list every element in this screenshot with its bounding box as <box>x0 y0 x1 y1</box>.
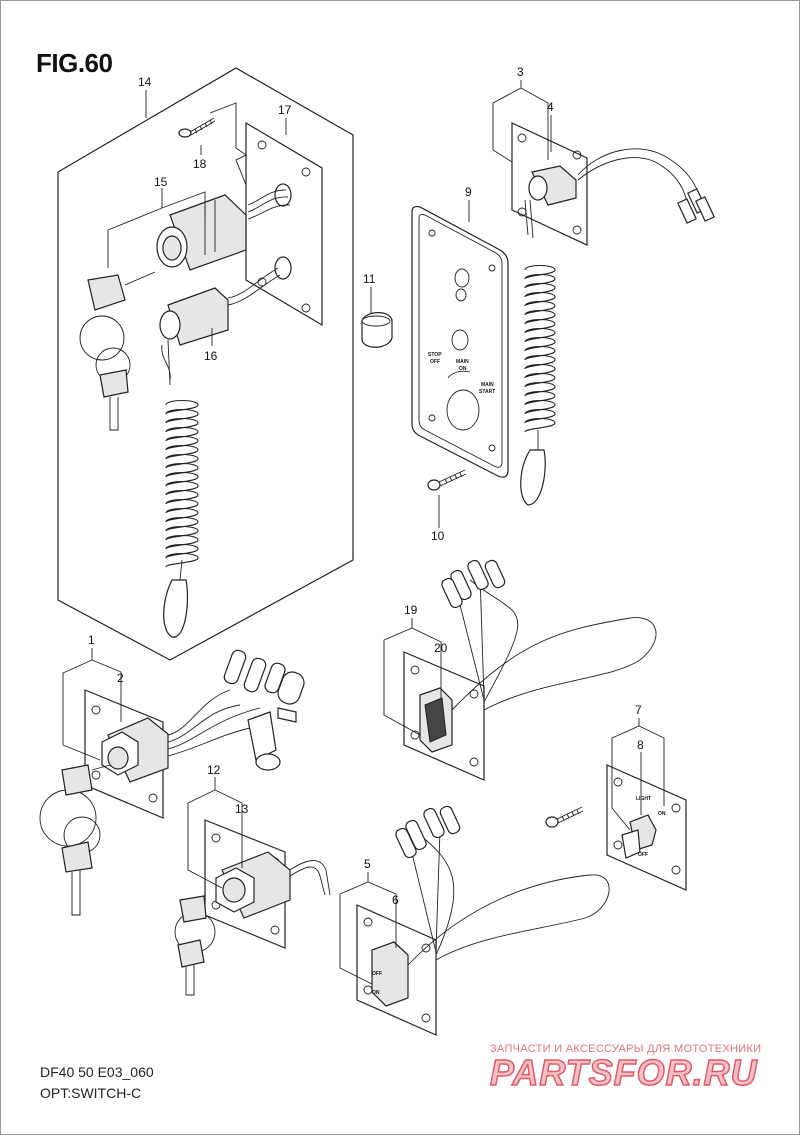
model-code: DF40 50 E03_060 <box>40 1064 154 1080</box>
ignition-switch-plate-12 <box>174 819 331 996</box>
light-off-label: OFF <box>638 852 648 858</box>
watermark-logo: PARTSFOR.RU <box>489 1051 758 1094</box>
rocker-on-label: ON <box>372 990 380 996</box>
ignition-key-1 <box>39 764 111 916</box>
callout-13: 13 <box>235 802 249 816</box>
callout-labels: 14 17 18 15 16 3 4 9 11 10 1 2 12 13 19 … <box>88 65 644 907</box>
stop-switch-plate-3 <box>511 122 715 246</box>
callout-11: 11 <box>363 272 376 286</box>
callout-4: 4 <box>547 100 554 114</box>
screw-10 <box>427 469 467 491</box>
rocker-switch-plate-5: OFF ON <box>356 805 610 1036</box>
rocker-switch-plate-19 <box>403 559 657 781</box>
callout-16: 16 <box>204 349 218 363</box>
callout-9: 9 <box>465 185 472 199</box>
panel-main2-label: MAIN <box>481 382 494 388</box>
callout-15: 15 <box>154 175 168 189</box>
panel-start-label: START <box>479 389 495 395</box>
panel-off-label: OFF <box>430 359 440 365</box>
screw-7 <box>545 806 584 828</box>
watermark-caption: ЗАПЧАСТИ И АКСЕССУАРЫ ДЛЯ МОТОТЕХНИКИ <box>490 1043 762 1055</box>
callout-6: 6 <box>392 893 399 907</box>
ignition-switch-plate-1 <box>84 649 305 819</box>
lanyard-coil-3 <box>520 264 556 506</box>
callout-20: 20 <box>434 641 448 655</box>
callout-8: 8 <box>637 738 644 752</box>
stop-switch-16 <box>159 267 281 386</box>
panel-on-label: ON <box>459 366 467 372</box>
callout-leaders <box>62 80 665 985</box>
panel-stop-label: STOP <box>428 352 442 358</box>
callout-7: 7 <box>635 703 642 717</box>
light-switch-plate-7: LIGHT ON OFF <box>606 764 687 891</box>
callout-19: 19 <box>404 603 418 617</box>
rocker-off-label: OFF <box>372 971 382 977</box>
ignition-switch-15 <box>156 189 291 271</box>
callout-14: 14 <box>138 75 152 89</box>
callout-1: 1 <box>88 633 95 647</box>
figure-subtitle: OPT:SWITCH-C <box>40 1085 142 1101</box>
light-on-label: ON <box>658 811 666 817</box>
callout-10: 10 <box>431 529 445 543</box>
callout-5: 5 <box>364 857 371 871</box>
panel-plate-17 <box>245 121 323 327</box>
callout-17: 17 <box>278 103 292 117</box>
callout-18: 18 <box>193 157 207 171</box>
blank-plug-11 <box>361 312 393 348</box>
kit-14-outline <box>57 67 354 661</box>
callout-2: 2 <box>117 671 124 685</box>
panel-main-label: MAIN <box>456 359 469 365</box>
callout-3: 3 <box>517 65 524 79</box>
lanyard-coil-16 <box>163 399 199 638</box>
callout-12: 12 <box>207 763 221 777</box>
figure-title: FIG.60 <box>36 48 113 78</box>
screw-18 <box>178 117 216 138</box>
ignition-key-15 <box>79 271 156 431</box>
switch-panel-9: STOP OFF MAIN ON MAIN START <box>411 205 509 478</box>
light-label: LIGHT <box>636 796 651 802</box>
